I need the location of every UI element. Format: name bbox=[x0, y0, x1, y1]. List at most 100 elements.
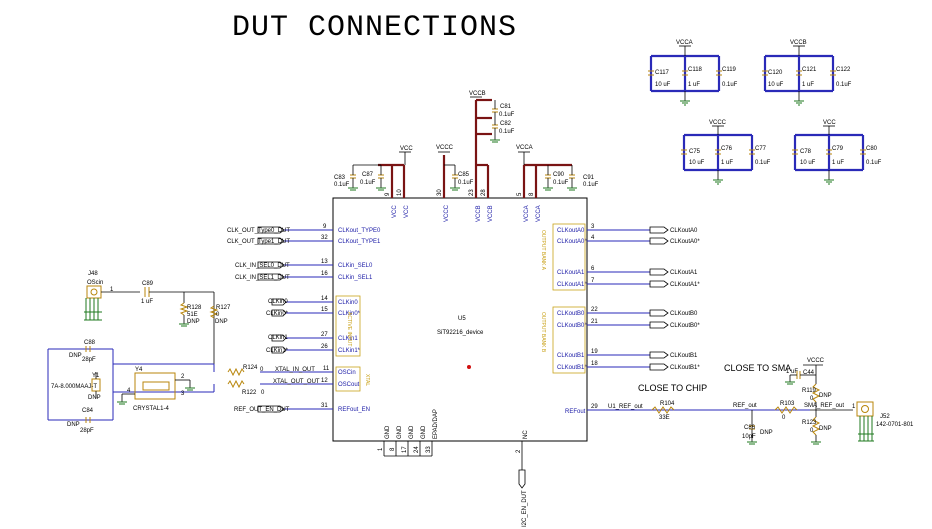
cap-ref: C122 bbox=[836, 67, 851, 73]
res-ref-r103: R103 bbox=[780, 401, 795, 407]
page-title: DUT CONNECTIONS bbox=[232, 11, 517, 45]
pin-name: CLKoutB0 bbox=[557, 311, 585, 317]
cap-ref: C120 bbox=[768, 70, 783, 76]
cap-val: 1 uF bbox=[802, 82, 814, 88]
left-pin-wires bbox=[260, 229, 333, 410]
cap-ref-c86: C86 bbox=[744, 425, 756, 431]
pin-name: CLKoutA0 bbox=[557, 228, 585, 234]
cap-val-c87: 0.1uF bbox=[360, 180, 376, 186]
cap-ref-c88: C88 bbox=[84, 340, 96, 346]
res-dnp-r128: DNP bbox=[187, 319, 200, 325]
crystal-y4 bbox=[117, 372, 195, 405]
cap-ref: C118 bbox=[688, 67, 703, 73]
cap-val-c81: 0.1uF bbox=[499, 112, 515, 118]
crystal-part-y4: CRYSTAL1-4 bbox=[133, 406, 169, 412]
pin-name: CLKout_TYPE0 bbox=[338, 228, 381, 234]
pin-num: 32 bbox=[321, 235, 328, 241]
pin-num: 11 bbox=[323, 366, 330, 372]
vcca-label-top: VCCA bbox=[516, 145, 533, 151]
net-clkin1: CLKin1 bbox=[268, 335, 288, 341]
pin-num: 21 bbox=[591, 319, 598, 325]
res-ref-r124: R124 bbox=[243, 365, 258, 371]
rail-label-vccb: VCCB bbox=[790, 40, 807, 46]
bulk-cap-plates bbox=[648, 70, 866, 155]
pin-name: CLKoutA1* bbox=[557, 282, 587, 288]
pin-num: 15 bbox=[321, 307, 328, 313]
pin-num-vcc2: 10 bbox=[397, 189, 403, 196]
cap-val: 0.1uF bbox=[755, 160, 771, 166]
resistor-r123 bbox=[811, 410, 821, 445]
cap-ref-c84: C84 bbox=[82, 408, 94, 414]
cap-val-c86: 10pF bbox=[742, 434, 756, 440]
net-clkoutb0-n: CLKoutB0* bbox=[670, 323, 700, 329]
group-box bbox=[335, 295, 361, 357]
bank-label-active-input: ACTIVE INPUT bbox=[346, 312, 352, 346]
bank-label-output-b: OUTPUT BANK B bbox=[540, 312, 546, 353]
pin-name: CLKin1* bbox=[338, 348, 361, 354]
pin-num: 19 bbox=[591, 349, 598, 355]
cap-val-c90: 0.1uF bbox=[553, 180, 569, 186]
cap-ref: C76 bbox=[721, 146, 733, 152]
net-u1-ref-out: U1_REF_out bbox=[608, 404, 643, 410]
bottom-pin-wires bbox=[383, 441, 526, 489]
pin-num-vccb2: 28 bbox=[481, 189, 487, 196]
pin-num-vcca1: 5 bbox=[517, 192, 523, 196]
vcc-label-top: VCC bbox=[400, 146, 413, 152]
pin-name: CLKoutA1 bbox=[557, 270, 585, 276]
bank-label-output-a: OUTPUT BANK A bbox=[540, 230, 546, 271]
rail-label-vccc: VCCC bbox=[709, 120, 727, 126]
pin-name-vccb1: VCCB bbox=[476, 205, 482, 222]
pin-name-vcca2: VCCA bbox=[536, 205, 542, 222]
note-close-to-sma: CLOSE TO SMA bbox=[724, 363, 791, 373]
pin-num: 7 bbox=[591, 278, 595, 284]
res-val-r124: 0 bbox=[260, 367, 264, 373]
cap-val: 0.1uF bbox=[866, 160, 882, 166]
resistor-r128 bbox=[179, 302, 189, 327]
cap-ref-c81: C81 bbox=[500, 104, 512, 110]
bulk-cap-group-vcc bbox=[793, 125, 865, 180]
chip-part: SiT92216_device bbox=[437, 330, 484, 336]
resistor-r127 bbox=[209, 305, 219, 319]
resistor-r124 bbox=[227, 367, 245, 377]
cap-val: 10 uF bbox=[800, 160, 816, 166]
cap-dnp-c88: DNP bbox=[69, 353, 82, 359]
res-dnp-r119: DNP bbox=[819, 393, 832, 399]
cap-ref-c44: C44 bbox=[803, 370, 815, 376]
ground-symbol bbox=[680, 100, 834, 185]
pin-name: CLKoutB0* bbox=[557, 323, 587, 329]
net-clk-out-type1: CLK_OUT_Type1_DUT bbox=[227, 239, 290, 245]
net-clk-out-type0: CLK_OUT_Type0_DUT bbox=[227, 228, 290, 234]
pin-name-gnd: GND bbox=[421, 425, 427, 439]
net-clkouta0: CLKoutA0 bbox=[670, 228, 698, 234]
res-val-r103: 0 bbox=[782, 415, 786, 421]
cap-val-c83: 0.1uF bbox=[334, 182, 350, 188]
cap-ref: C77 bbox=[755, 146, 767, 152]
rail-label-vcca: VCCA bbox=[676, 40, 693, 46]
cap-dnp-c84: DNP bbox=[67, 422, 80, 428]
cap-ref-c90: C90 bbox=[553, 172, 565, 178]
oscin-connector bbox=[84, 285, 140, 321]
cap-ref: C79 bbox=[832, 146, 844, 152]
res-dnp-r127: DNP bbox=[215, 319, 228, 325]
res-val-r123: 0 bbox=[810, 428, 814, 434]
cap-ref-c89: C89 bbox=[142, 281, 154, 287]
cap-c89 bbox=[144, 287, 215, 372]
group-box bbox=[552, 223, 586, 291]
cap-ref-c85: C85 bbox=[458, 172, 470, 178]
right-pin-wires bbox=[587, 229, 650, 368]
cap-val: 1 uF bbox=[688, 82, 700, 88]
pin-name-vccb2: VCCB bbox=[488, 205, 494, 222]
pin-num-vcc1: 9 bbox=[385, 192, 391, 196]
crystal-part-y1: 7A-8.000MAAJ-T bbox=[51, 384, 97, 390]
pin-name: CLKin_SEL1 bbox=[338, 275, 373, 281]
net-sma-ref-out: SMA_REF_out bbox=[804, 403, 844, 409]
pin-name: CLKoutA0* bbox=[557, 239, 587, 245]
vccb-label-top: VCCB bbox=[469, 91, 486, 97]
pin-name-vcc2: VCC bbox=[404, 205, 410, 218]
res-val-r127: 0 bbox=[216, 312, 220, 318]
res-ref-r104: R104 bbox=[660, 401, 675, 407]
pin-name-gnd: GND bbox=[385, 425, 391, 439]
pin-name: CLKin0 bbox=[338, 300, 358, 306]
pin-name: CLKin_SEL0 bbox=[338, 263, 373, 269]
